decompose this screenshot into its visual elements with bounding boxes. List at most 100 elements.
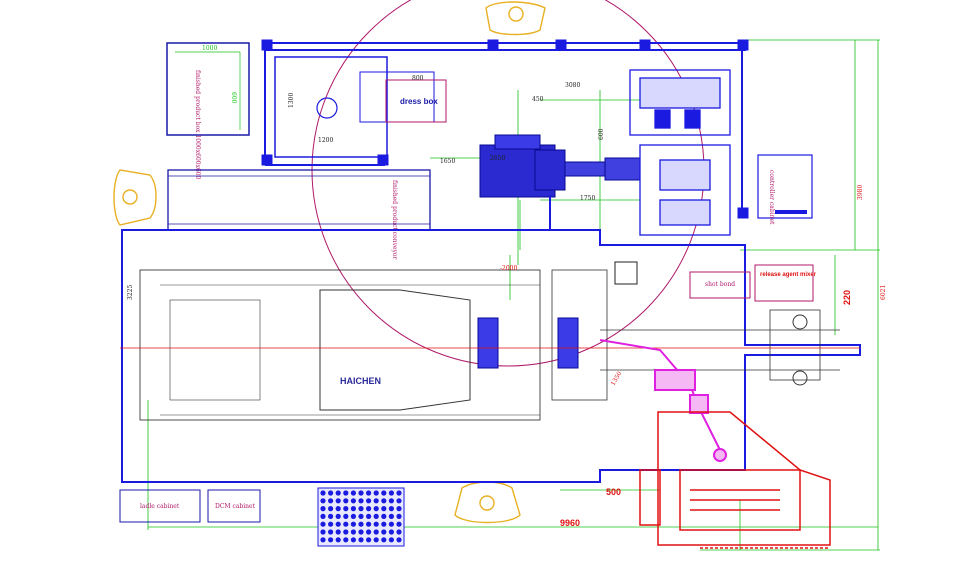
ladle-cabinet-label: ladle cabinet: [140, 503, 180, 510]
grid-dot: [350, 506, 356, 512]
grid-dot: [396, 513, 402, 520]
grid-dot: [343, 529, 349, 535]
dim-6021: 6021: [880, 285, 887, 300]
grid-dot: [381, 513, 387, 520]
grid-dot: [373, 498, 379, 504]
haichen-logo: HAICHEN: [340, 376, 381, 386]
dim-450: 450: [532, 96, 544, 103]
grid-dot: [328, 498, 334, 504]
grid-dot: [335, 513, 341, 520]
grid-dot: [358, 529, 364, 535]
grid-dot: [350, 529, 356, 535]
dim-500: 500: [606, 487, 621, 497]
dim-3225: 3225: [127, 285, 134, 300]
dcm-cabinet-label: DCM cabinet: [215, 503, 256, 510]
grid-dot: [366, 506, 372, 512]
grid-dot: [396, 490, 402, 496]
dim-9960: 9960: [560, 518, 580, 528]
grid-dot: [388, 506, 394, 512]
grid-dot: [343, 506, 349, 512]
ladle-cabinet: ladle cabinet: [119, 489, 201, 523]
grid-dot: [350, 498, 356, 504]
grid-dot: [366, 529, 372, 535]
grid-dot: [350, 490, 356, 496]
cooling-station: [629, 69, 731, 236]
grid-dot: [381, 529, 387, 535]
grid-dot: [328, 537, 334, 543]
grid-dot: [358, 537, 364, 543]
dress-box-frame: dress box: [261, 39, 749, 219]
grid-dot: [328, 521, 334, 527]
dim-220: 220: [842, 290, 852, 305]
dimension-labels: 800 1200 1300 1650 450 3080 1750 600 265…: [127, 75, 887, 528]
conveyor: finished product conveyor: [167, 169, 431, 260]
dim-1200: 1200: [318, 137, 333, 144]
dim-1650: 1650: [440, 158, 455, 165]
shot-bond: shot bond: [689, 271, 751, 299]
grid-dot: [320, 490, 326, 496]
grid-dot: [335, 529, 341, 535]
conveyor-label: finished product conveyor: [391, 180, 398, 260]
ladle-robot-arm: [599, 339, 727, 462]
grid-dot: [366, 498, 372, 504]
dcm-cabinet: DCM cabinet: [207, 489, 261, 523]
grid-dot: [373, 537, 379, 543]
grid-dot: [388, 498, 394, 504]
grid-dot: [328, 490, 334, 496]
grid-dot: [328, 506, 334, 512]
pump-unit: [614, 261, 638, 285]
ladle-unit: [639, 411, 831, 549]
grid-dot: [320, 537, 326, 543]
grid-dot: [335, 521, 341, 527]
dim-3980: 3980: [857, 185, 864, 200]
grid-dot: [366, 537, 372, 543]
operator-left-icon: [113, 169, 157, 226]
dress-box-label: dress box: [400, 97, 438, 106]
controller-cabinet: controller cabinet: [757, 154, 813, 225]
operator-bottom-icon: [454, 481, 521, 524]
grid-dot: [335, 490, 341, 496]
finished-product-box: 1000 600 finished product box 1000x600x6…: [166, 42, 250, 180]
grid-dot: [381, 490, 387, 496]
dim-3080: 3080: [565, 82, 580, 89]
dim-800: 800: [412, 75, 424, 82]
grid-dot: [358, 506, 364, 512]
dim-2000: -2000: [500, 265, 517, 272]
grid-dot: [388, 529, 394, 535]
dim-1750: 1750: [580, 195, 595, 202]
grid-dot: [388, 513, 394, 520]
grid-dot: [328, 513, 334, 520]
grid-dot: [343, 513, 349, 520]
grid-dot: [358, 521, 364, 527]
grid-dot: [396, 521, 402, 527]
grid-dot: [388, 537, 394, 543]
grid-dot: [328, 529, 334, 535]
grid-dot: [335, 537, 341, 543]
grid-dot: [388, 521, 394, 527]
trim-grid: [317, 487, 405, 547]
grid-dot: [366, 513, 372, 520]
grid-dot: [373, 521, 379, 527]
grid-dot: [320, 529, 326, 535]
dim-600: 600: [598, 128, 605, 140]
grid-dot: [373, 490, 379, 496]
grid-dot: [381, 537, 387, 543]
grid-dot: [396, 506, 402, 512]
dim-1350: 1350: [610, 370, 624, 387]
operator-icons: [113, 1, 546, 524]
grid-dot: [373, 513, 379, 520]
grid-dot: [388, 490, 394, 496]
grid-dot: [343, 498, 349, 504]
release-agent-mixer: release agent mixer: [754, 264, 817, 302]
grid-dot: [358, 513, 364, 520]
grid-dot: [320, 513, 326, 520]
grid-dot: [396, 537, 402, 543]
grid-dot: [396, 498, 402, 504]
product-box-side: 600: [230, 92, 237, 104]
grid-dot: [335, 506, 341, 512]
grid-dot: [350, 521, 356, 527]
grid-dot: [373, 506, 379, 512]
grid-dot: [343, 537, 349, 543]
dimension-lines: [147, 39, 880, 551]
